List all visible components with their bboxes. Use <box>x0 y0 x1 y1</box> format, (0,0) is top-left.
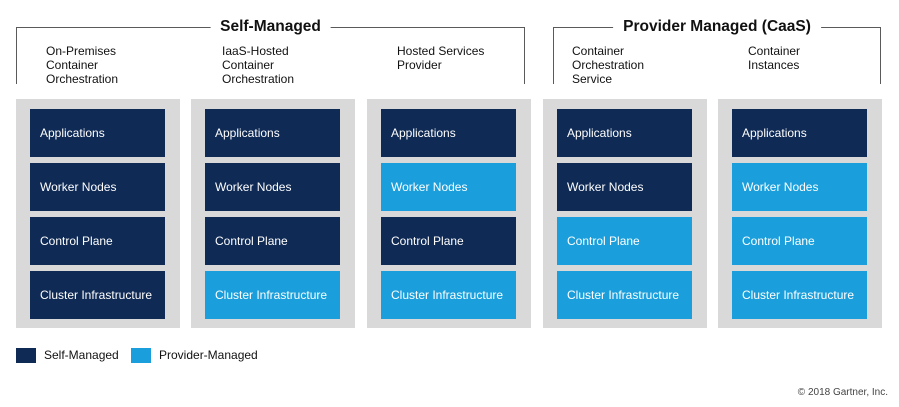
column-label: Container Instances <box>748 44 801 72</box>
layer-box: Control Plane <box>381 217 516 265</box>
layer-box: Worker Nodes <box>732 163 867 211</box>
layer-box: Control Plane <box>205 217 340 265</box>
legend-swatch-provider <box>131 347 151 363</box>
layer-box: Applications <box>30 109 165 157</box>
layer-box: Applications <box>557 109 692 157</box>
legend-self-managed: Self-Managed <box>16 347 119 363</box>
group-title: Self-Managed <box>210 18 331 36</box>
layer-box: Cluster Infrastructure <box>205 271 340 319</box>
legend-label: Self-Managed <box>44 348 119 362</box>
copyright: © 2018 Gartner, Inc. <box>797 387 888 398</box>
layer-box: Cluster Infrastructure <box>30 271 165 319</box>
column-label: On-Premises Container Orchestration <box>46 44 119 86</box>
column-label: IaaS-Hosted Container Orchestration <box>222 44 295 86</box>
layer-box: Cluster Infrastructure <box>732 271 867 319</box>
group-self-managed: Self-Managed <box>16 18 525 84</box>
column-label: Container Orchestration Service <box>572 44 645 86</box>
layer-box: Control Plane <box>732 217 867 265</box>
layer-box: Applications <box>205 109 340 157</box>
layer-box: Worker Nodes <box>30 163 165 211</box>
group-provider-managed: Provider Managed (CaaS) <box>553 18 881 84</box>
legend-label: Provider-Managed <box>159 348 258 362</box>
column-label: Hosted Services Provider <box>397 44 485 72</box>
layer-box: Cluster Infrastructure <box>557 271 692 319</box>
layer-box: Applications <box>381 109 516 157</box>
layer-box: Control Plane <box>30 217 165 265</box>
layer-box: Cluster Infrastructure <box>381 271 516 319</box>
layer-box: Control Plane <box>557 217 692 265</box>
layer-box: Worker Nodes <box>205 163 340 211</box>
layer-box: Applications <box>732 109 867 157</box>
group-title: Provider Managed (CaaS) <box>613 18 821 36</box>
legend-provider-managed: Provider-Managed <box>131 347 258 363</box>
legend-swatch-self <box>16 347 36 363</box>
layer-box: Worker Nodes <box>557 163 692 211</box>
layer-box: Worker Nodes <box>381 163 516 211</box>
